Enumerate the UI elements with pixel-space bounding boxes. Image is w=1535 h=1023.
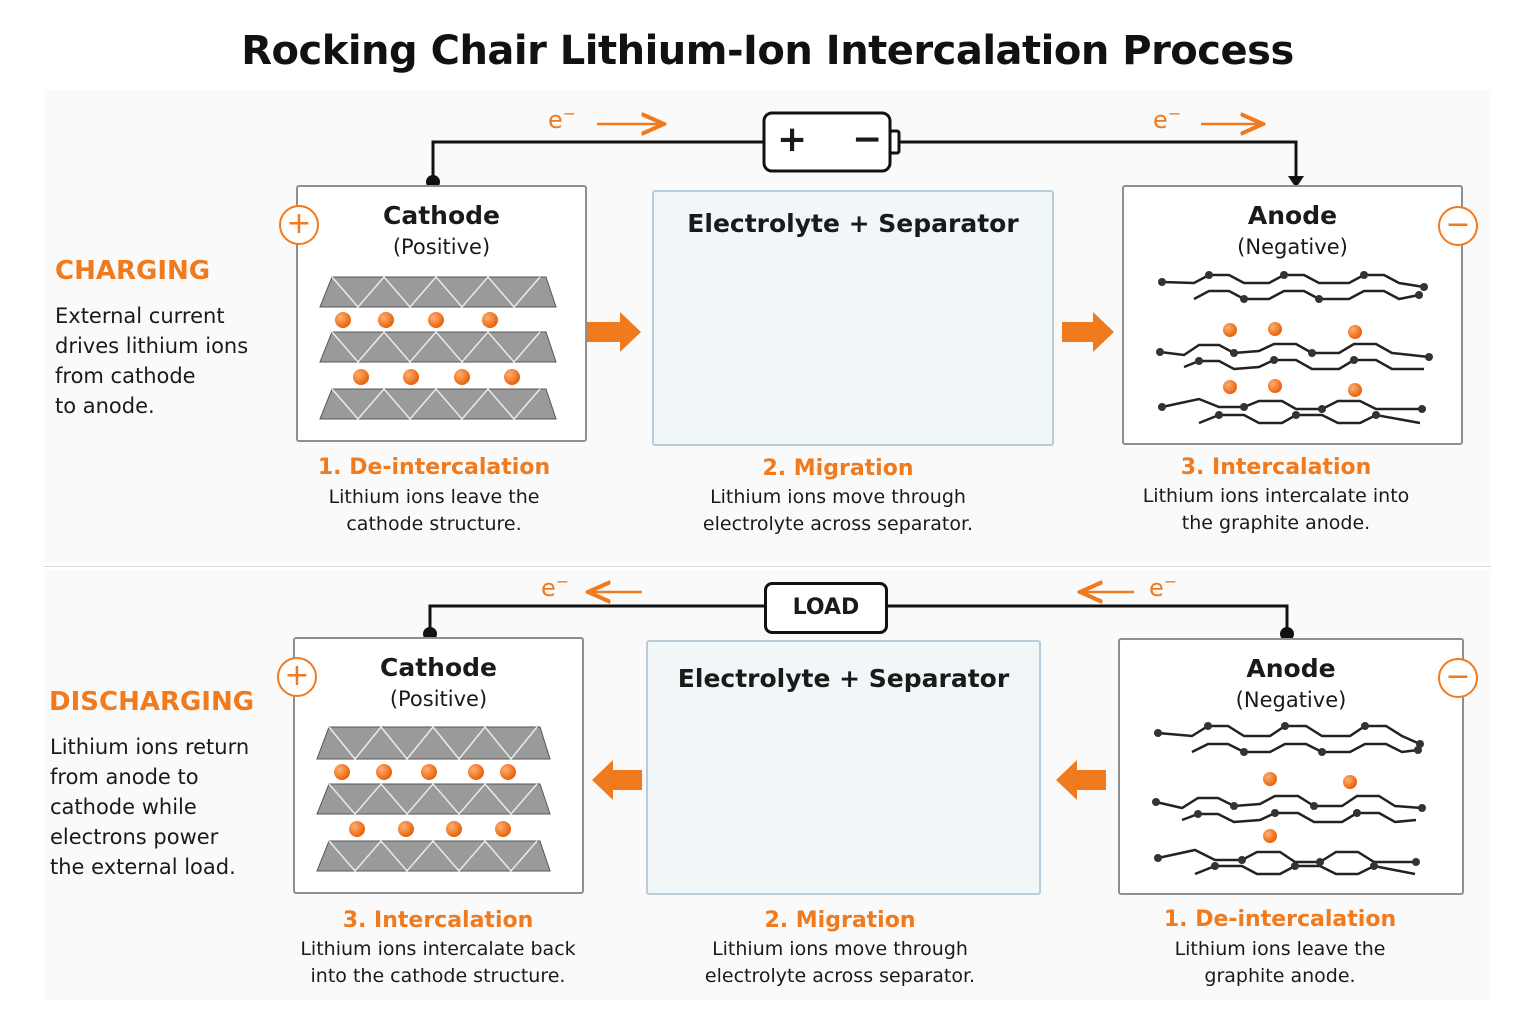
discharging-electron-label-left: e−	[541, 572, 570, 602]
graphite-layered-structure	[1152, 722, 1426, 876]
discharging-cathode-title: Cathode	[380, 653, 497, 682]
charging-step-2-title: 2. Migration	[762, 456, 914, 481]
charging-cathode-subtitle: (Positive)	[392, 235, 491, 259]
charging-anode-panel: Anode (Negative)	[1122, 185, 1463, 445]
charging-label: CHARGING	[55, 256, 211, 286]
discharging-step-1-desc: Lithium ions intercalate back into the c…	[300, 938, 576, 987]
cathode-layered-structure	[316, 725, 551, 873]
charging-anode-subtitle: (Negative)	[1237, 235, 1348, 259]
plus-circle-icon: +	[279, 205, 319, 245]
discharging-step-2-title: 2. Migration	[764, 908, 916, 933]
discharging-electron-label-right: e−	[1149, 572, 1178, 602]
charging-electrolyte-panel: Electrolyte + Separator	[652, 190, 1054, 446]
graphite-layered-structure	[1156, 271, 1433, 425]
battery-minus-symbol: −	[852, 119, 883, 160]
discharging-cathode-panel: Cathode (Positive)	[293, 637, 584, 894]
discharging-anode-title: Anode	[1246, 654, 1336, 683]
discharging-circuit-wire	[423, 604, 1294, 641]
charging-description: External current drives lithium ions fro…	[55, 304, 249, 418]
discharging-electrolyte-title: Electrolyte + Separator	[677, 664, 1010, 693]
discharging-description: Lithium ions return from anode to cathod…	[50, 735, 250, 879]
discharging-cathode-subtitle: (Positive)	[389, 687, 488, 711]
page-title: Rocking Chair Lithium-Ion Intercalation …	[241, 28, 1294, 74]
discharging-step-1-title: 3. Intercalation	[342, 908, 534, 933]
charging-flow-arrows	[587, 312, 1114, 352]
charging-electron-label-left: e−	[548, 104, 577, 134]
charging-step-1-title: 1. De-intercalation	[317, 455, 551, 480]
section-divider	[44, 566, 1491, 567]
charging-cathode-title: Cathode	[383, 201, 500, 230]
charging-step-3-title: 3. Intercalation	[1180, 455, 1372, 480]
cathode-layered-structure	[319, 275, 557, 421]
minus-circle-icon: −	[1438, 206, 1478, 246]
charging-cathode-panel: Cathode (Positive)	[296, 185, 587, 442]
discharging-step-2-desc: Lithium ions move through electrolyte ac…	[704, 938, 976, 987]
charging-electron-label-right: e−	[1153, 104, 1182, 134]
discharging-anode-subtitle: (Negative)	[1235, 688, 1347, 712]
battery-plus-symbol: +	[777, 119, 808, 160]
battery-icon	[762, 111, 901, 173]
discharging-anode-panel: Anode (Negative)	[1118, 638, 1464, 895]
charging-step-1-desc: Lithium ions leave the cathode structure…	[328, 486, 540, 535]
charging-step-3-desc: Lithium ions intercalate into the graphi…	[1142, 485, 1410, 534]
minus-circle-icon: −	[1438, 658, 1478, 698]
discharging-electrolyte-panel: Electrolyte + Separator	[646, 640, 1041, 895]
discharging-label: DISCHARGING	[49, 687, 255, 717]
load-box: LOAD	[764, 582, 888, 634]
charging-electrolyte-title: Electrolyte + Separator	[687, 209, 1019, 238]
plus-circle-icon: +	[277, 657, 317, 697]
discharging-step-3-title: 1. De-intercalation	[1163, 907, 1397, 932]
discharging-step-3-desc: Lithium ions leave the graphite anode.	[1174, 938, 1386, 987]
charging-anode-title: Anode	[1247, 201, 1338, 230]
charging-step-2-desc: Lithium ions move through electrolyte ac…	[702, 486, 974, 535]
discharging-flow-arrows	[592, 760, 1106, 800]
